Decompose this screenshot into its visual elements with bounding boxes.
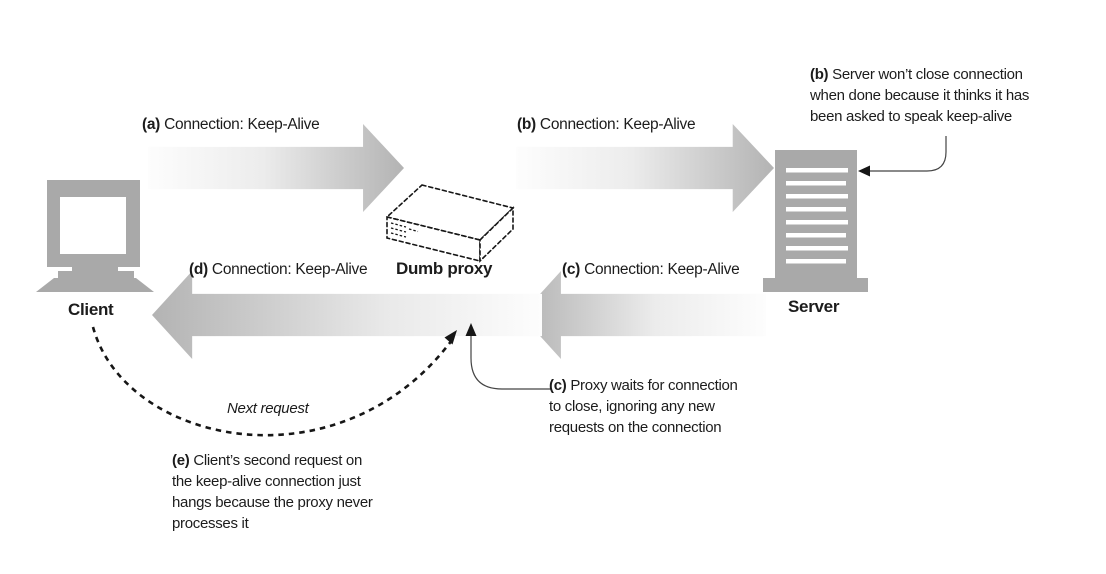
next-request-label: Next request (227, 400, 309, 417)
annotation-c-arrowhead (465, 323, 477, 336)
annotation-c: (c) Proxy waits for connection to close,… (549, 375, 738, 438)
client-label: Client (68, 300, 114, 319)
proxy-label: Dumb proxy (396, 259, 493, 278)
annotation-b-arrowhead (858, 165, 870, 177)
message-b-text: Connection: Keep-Alive (539, 116, 696, 133)
annotation-e-line1: Client’s second request on (193, 452, 363, 469)
server-label: Server (788, 297, 840, 316)
annotation-e-line3: hangs because the proxy never (172, 494, 373, 511)
message-c-text: Connection: Keep-Alive (584, 261, 740, 278)
annotation-b-prefix: (b) (810, 66, 829, 83)
annotation-c-line1: Proxy waits for connection (570, 377, 738, 394)
annotation-e: (e) Client’s second request on the keep-… (172, 450, 373, 534)
annotation-c-prefix: (c) (549, 377, 567, 394)
message-b-prefix: (b) (517, 116, 536, 133)
message-a-label: (a) Connection: Keep-Alive (142, 116, 320, 134)
message-d-label: (d) Connection: Keep-Alive (189, 261, 368, 279)
message-b-label: (b) Connection: Keep-Alive (517, 116, 696, 134)
annotation-b-connector (869, 136, 947, 172)
message-c-prefix: (c) (562, 261, 581, 278)
message-a-text: Connection: Keep-Alive (164, 116, 320, 133)
dumb-proxy-icon (385, 184, 515, 263)
annotation-e-line2: the keep-alive connection just (172, 473, 361, 490)
annotation-c-line2: to close, ignoring any new (549, 398, 715, 415)
next-request-arrowhead (444, 330, 457, 345)
annotation-c-line3: requests on the connection (549, 419, 722, 436)
message-c-label: (c) Connection: Keep-Alive (562, 261, 740, 279)
message-a-prefix: (a) (142, 116, 161, 133)
message-d-text: Connection: Keep-Alive (211, 261, 368, 278)
annotation-b-line1: Server won’t close connection (832, 66, 1023, 83)
annotation-e-line4: processes it (172, 515, 249, 532)
annotation-e-prefix: (e) (172, 452, 190, 469)
proxy-vent-dashes (390, 222, 419, 238)
server-tower-icon (763, 150, 868, 292)
annotation-b-line2: when done because it thinks it has (810, 87, 1030, 104)
annotation-c-connector (470, 334, 552, 390)
server-vent-slots (786, 168, 848, 264)
message-d-prefix: (d) (189, 261, 208, 278)
annotation-b: (b) Server won’t close connection when d… (810, 64, 1029, 127)
next-request-curve (91, 326, 454, 437)
client-computer-icon (36, 180, 154, 292)
annotation-b-line3: been asked to speak keep-alive (810, 108, 1012, 125)
